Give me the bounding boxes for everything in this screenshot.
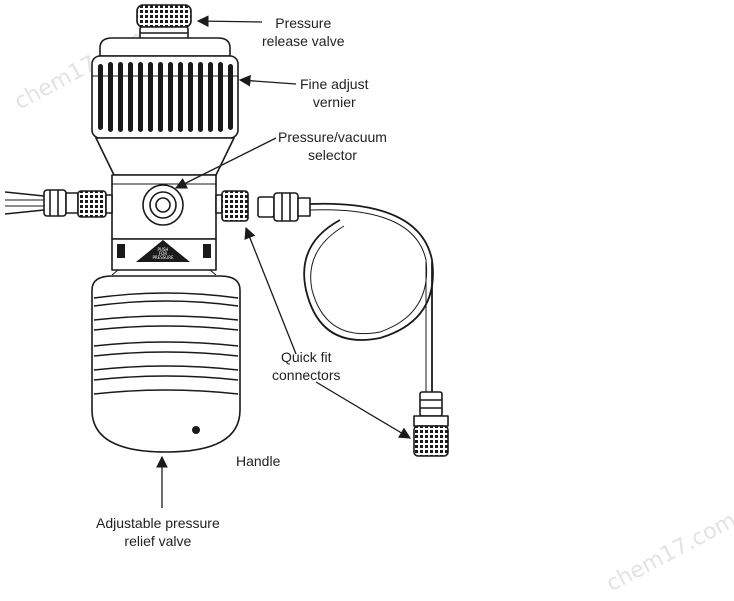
label-pressure-release-valve: Pressure release valve	[262, 14, 345, 50]
pressure-vacuum-selector	[142, 184, 184, 226]
label-line: Pressure	[275, 15, 332, 31]
leader-pressure-vacuum-selector	[174, 137, 277, 189]
remote-quick-fit-connector	[413, 425, 449, 457]
label-quick-fit-connectors: Quick fit connectors	[272, 348, 340, 384]
device-marking-line-2: FOR	[158, 251, 168, 256]
label-line: Fine adjust	[300, 76, 369, 92]
label-line: selector	[307, 147, 357, 163]
label-fine-adjust-vernier: Fine adjust vernier	[300, 75, 368, 111]
warning-label	[136, 240, 190, 262]
pressure-release-valve	[136, 4, 192, 40]
handle	[91, 275, 241, 453]
right-quick-fit-connector	[221, 190, 249, 222]
leader-fine-adjust-vernier	[238, 74, 297, 87]
adjustable-pressure-relief-valve	[192, 426, 200, 434]
top-cap	[99, 37, 231, 57]
fine-adjust-vernier	[91, 55, 239, 139]
left-quick-fit-connector	[77, 190, 107, 218]
left-hose	[4, 189, 79, 217]
device-marking-line-1: PUSH	[157, 247, 169, 252]
label-line: Adjustable pressure	[96, 515, 220, 531]
label-line: connectors	[272, 367, 341, 383]
leader-quick-fit-connector-remote	[315, 381, 412, 439]
label-line: relief valve	[124, 533, 192, 549]
leader-pressure-release-valve	[196, 15, 263, 28]
label-line: vernier	[312, 94, 356, 110]
label-line: Quick fit	[280, 349, 332, 365]
leader-quick-fit-connector-body	[244, 226, 297, 355]
label-line: release valve	[262, 33, 345, 49]
label-pressure-vacuum-selector: Pressure/vacuum selector	[278, 128, 387, 164]
label-line: Pressure/vacuum	[278, 129, 387, 145]
device-marking-line-3: PRESSURE	[152, 255, 174, 260]
remote-hose	[257, 192, 449, 427]
label-adjustable-pressure-relief-valve: Adjustable pressure relief valve	[96, 514, 220, 550]
device-marking: PUSH FOR PRESSURE	[148, 248, 178, 260]
label-handle: Handle	[236, 453, 281, 469]
